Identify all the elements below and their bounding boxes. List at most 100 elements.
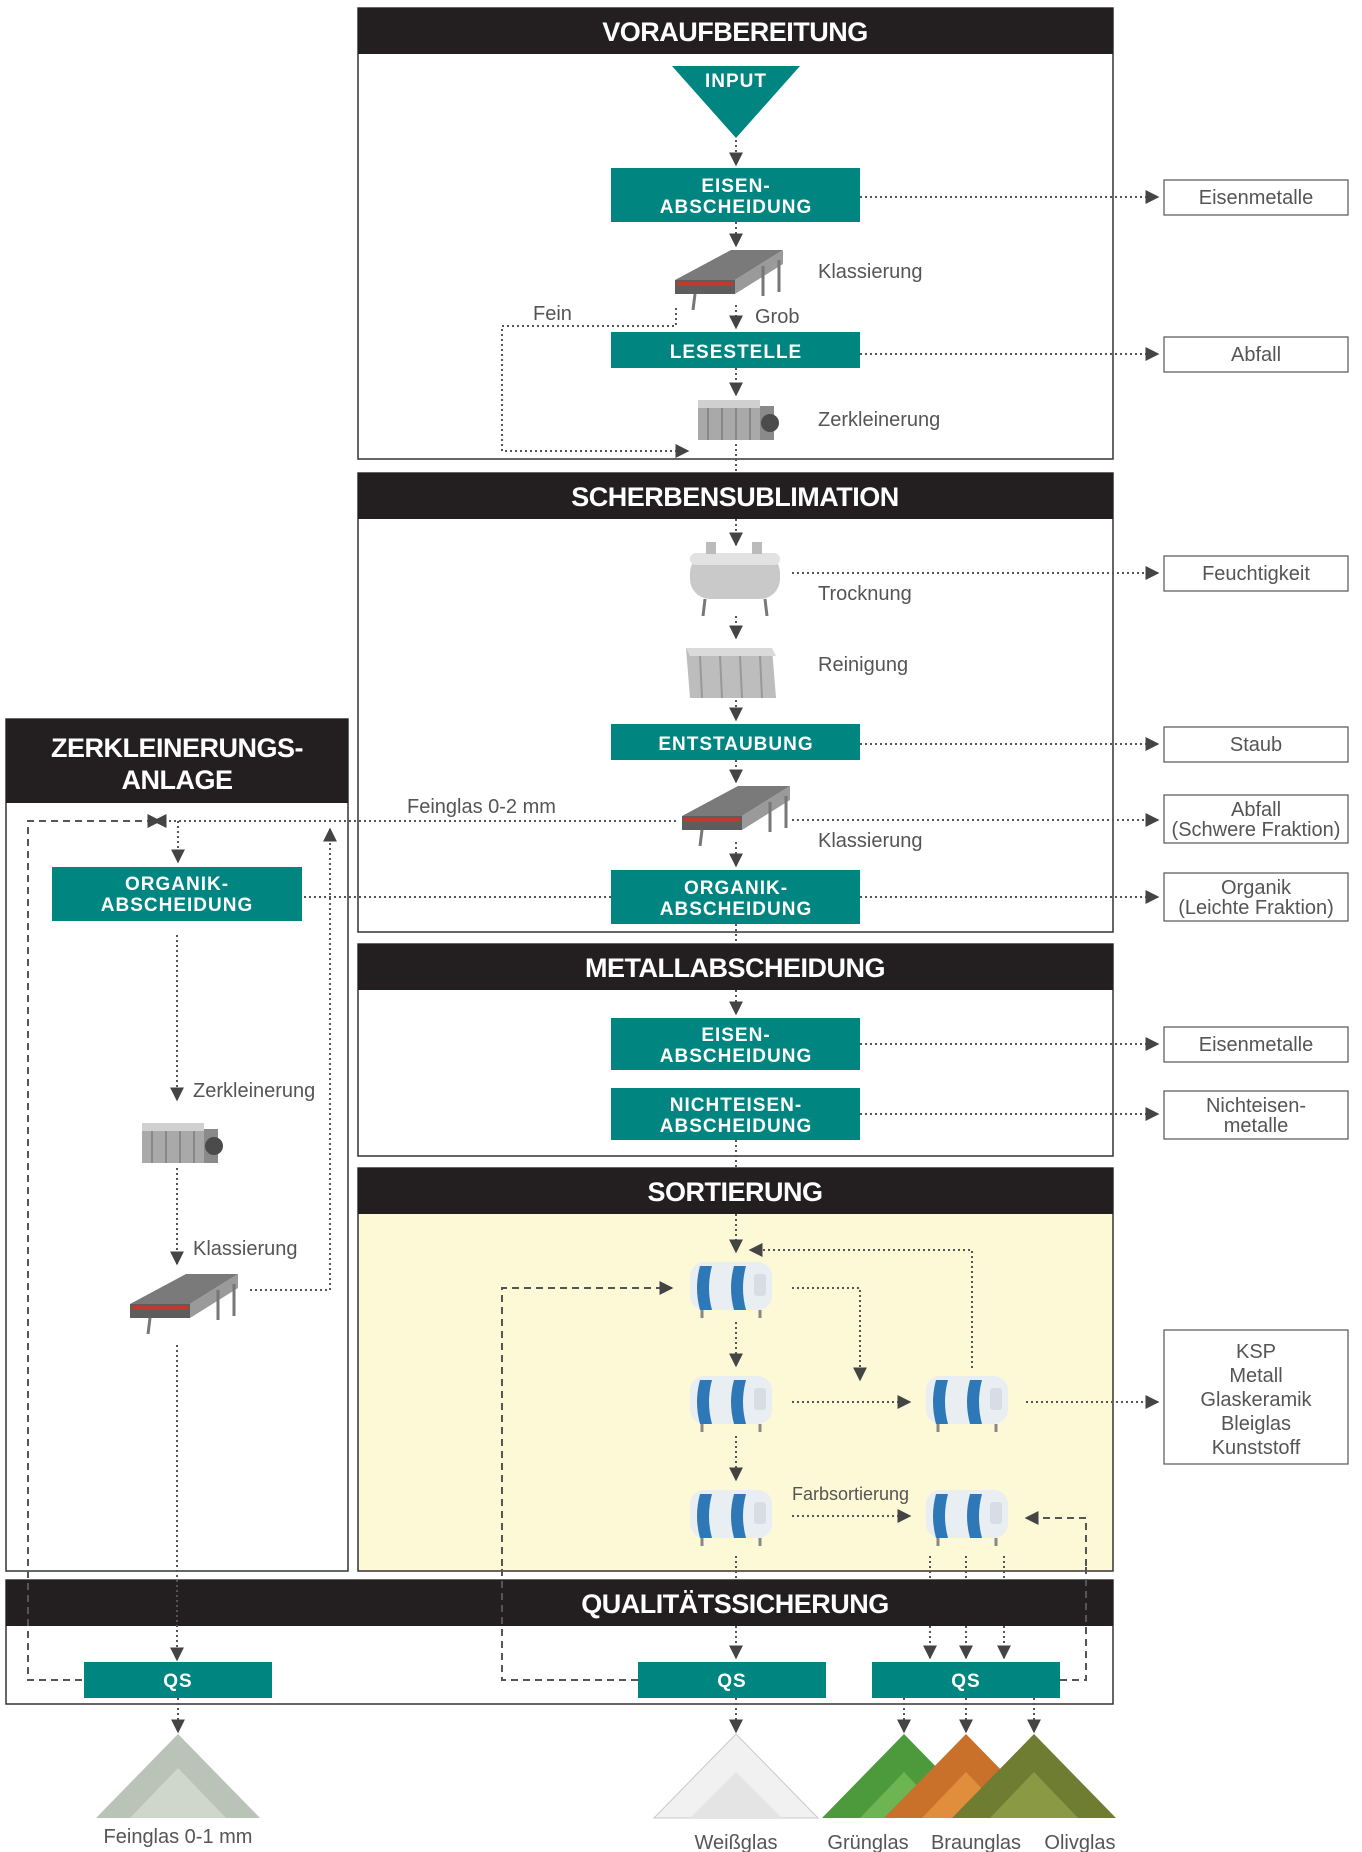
sorter-2-icon (688, 1374, 774, 1434)
feinglas-02-label: Feinglas 0-2 mm (407, 796, 556, 818)
left-organikabscheidung-label-b: ABSCHEIDUNG (101, 895, 253, 916)
sorter-4-icon (924, 1374, 1010, 1434)
output-abfall-schwer-line2: (Schwere Fraktion) (1172, 819, 1341, 841)
lesestelle-box (611, 332, 860, 368)
nichteisenabscheidung-label-b: ABSCHEIDUNG (660, 1116, 812, 1137)
product-olivglas-label: Olivglas (1044, 1832, 1115, 1852)
metallabscheidung-title: METALLABSCHEIDUNG (585, 953, 885, 983)
organikabscheidung-box (611, 870, 860, 924)
qs-1-box (84, 1662, 272, 1698)
scherbensublimation-title: SCHERBENSUBLIMATION (571, 482, 899, 512)
output-nichteisen-line2: metalle (1224, 1115, 1288, 1137)
reinigung-label: Reinigung (818, 654, 908, 676)
qs-return-arrow (501, 1281, 674, 1566)
grob-label: Grob (755, 306, 799, 328)
qs-return-arrow (27, 814, 162, 1681)
eisenabscheidung-2-box (611, 1018, 860, 1070)
product-feinglas-label: Feinglas 0-1 mm (104, 1826, 253, 1848)
output-nichteisen-line1: Nichteisen- (1206, 1095, 1306, 1117)
qs-2-label: QS (717, 1671, 746, 1692)
eisenabscheidung-1-label-a: EISEN- (701, 176, 770, 197)
sortierung-header-bar (358, 1168, 1113, 1214)
weissglas-pile-icon (652, 1733, 820, 1819)
output-ksp-item: Kunststoff (1212, 1437, 1301, 1459)
output-abfall-schwer-box (1163, 794, 1349, 844)
output-ksp-item: KSP (1236, 1341, 1276, 1363)
product-weissglas-label: Weißglas (695, 1832, 778, 1852)
eisenabscheidung-2-label-a: EISEN- (701, 1025, 770, 1046)
farbsortierung-label: Farbsortierung (792, 1484, 909, 1504)
fein-bypass-arrow (501, 308, 690, 458)
product-gruenglas-label: Grünglas (827, 1832, 908, 1852)
output-abfall-schwer-line1: Abfall (1231, 799, 1281, 821)
crusher-icon (697, 399, 780, 441)
zerkleinerungsanlage-header-bar (6, 719, 348, 803)
left-organikabscheidung-box (52, 867, 302, 921)
lesestelle-label: LESESTELLE (670, 342, 802, 363)
output-abfall-box (1163, 336, 1349, 373)
nichteisenabscheidung-label-a: NICHTEISEN- (670, 1095, 802, 1116)
trocknung-label: Trocknung (818, 583, 912, 605)
output-staub-box (1163, 726, 1349, 763)
qs-return-arrow (1024, 1511, 1087, 1566)
feinglas-pile-icon (96, 1734, 260, 1818)
zerkleinerungsanlage-title-line2: ANLAGE (122, 765, 233, 795)
klassierung-2-label: Klassierung (818, 830, 923, 852)
crusher-icon (141, 1122, 224, 1164)
sorter-3-icon (688, 1488, 774, 1548)
voraufbereitung-header-bar (358, 8, 1113, 54)
input-label: INPUT (705, 71, 767, 92)
dryer-icon (690, 542, 780, 617)
klassierung-3-label: Klassierung (193, 1238, 298, 1260)
olivglas-pile-icon (952, 1734, 1116, 1818)
organikabscheidung-label-a: ORGANIK- (684, 878, 788, 899)
output-staub: Staub (1230, 734, 1282, 756)
zerkleinerung-2-label: Zerkleinerung (193, 1080, 315, 1102)
qs-3-label: QS (951, 1671, 980, 1692)
qs-1-label: QS (163, 1671, 192, 1692)
eisenabscheidung-1-box (611, 168, 860, 222)
fein-label: Fein (533, 303, 572, 325)
input-triangle (672, 66, 800, 138)
entstaubung-label: ENTSTAUBUNG (658, 734, 813, 755)
qs-2-box (638, 1662, 826, 1698)
output-eisenmetalle-1: Eisenmetalle (1199, 187, 1314, 209)
left-organikabscheidung-label-a: ORGANIK- (125, 874, 229, 895)
sorter-5-icon (924, 1488, 1010, 1548)
washer-icon (686, 648, 776, 699)
output-ksp-item: Metall (1229, 1365, 1282, 1387)
nichteisenabscheidung-box (611, 1088, 860, 1140)
oversize-return-arrow (250, 827, 337, 1291)
zerkleinerungsanlage-title-line1: ZERKLEINERUNGS- (51, 733, 303, 763)
recirculation-arrow (748, 1243, 973, 1368)
zerkleinerung-1-label: Zerkleinerung (818, 409, 940, 431)
eisenabscheidung-2-label-b: ABSCHEIDUNG (660, 1046, 812, 1067)
output-nichteisen-box (1163, 1090, 1349, 1140)
output-ksp-item: Glaskeramik (1200, 1389, 1312, 1411)
entstaubung-box (611, 724, 860, 760)
output-eisenmetalle-1-box (1163, 179, 1349, 216)
klassierung-1-label: Klassierung (818, 261, 923, 283)
sorter-1-icon (688, 1260, 774, 1320)
qualitaetssicherung-header-bar (6, 1580, 1113, 1626)
output-eisenmetalle-2: Eisenmetalle (1199, 1034, 1314, 1056)
output-organik-leicht-line1: Organik (1221, 877, 1292, 899)
output-organik-leicht-box (1163, 872, 1349, 922)
qs-return-line (1060, 1566, 1087, 1681)
voraufbereitung-title: VORAUFBEREITUNG (602, 17, 868, 47)
metallabscheidung-header-bar (358, 944, 1113, 990)
scherbensublimation-header-bar (358, 473, 1113, 519)
qualitaetssicherung-title: QUALITÄTSSICHERUNG (581, 1589, 889, 1619)
output-ksp-box (1163, 1329, 1349, 1465)
output-feuchtigkeit-box (1163, 555, 1349, 592)
output-eisenmetalle-2-box (1163, 1026, 1349, 1063)
output-abfall: Abfall (1231, 344, 1281, 366)
eisenabscheidung-1-label-b: ABSCHEIDUNG (660, 197, 812, 218)
output-ksp-item: Bleiglas (1221, 1413, 1291, 1435)
organikabscheidung-label-b: ABSCHEIDUNG (660, 899, 812, 920)
sortierung-title: SORTIERUNG (647, 1177, 822, 1207)
qs-return-line (501, 1566, 638, 1681)
output-feuchtigkeit: Feuchtigkeit (1202, 563, 1310, 585)
